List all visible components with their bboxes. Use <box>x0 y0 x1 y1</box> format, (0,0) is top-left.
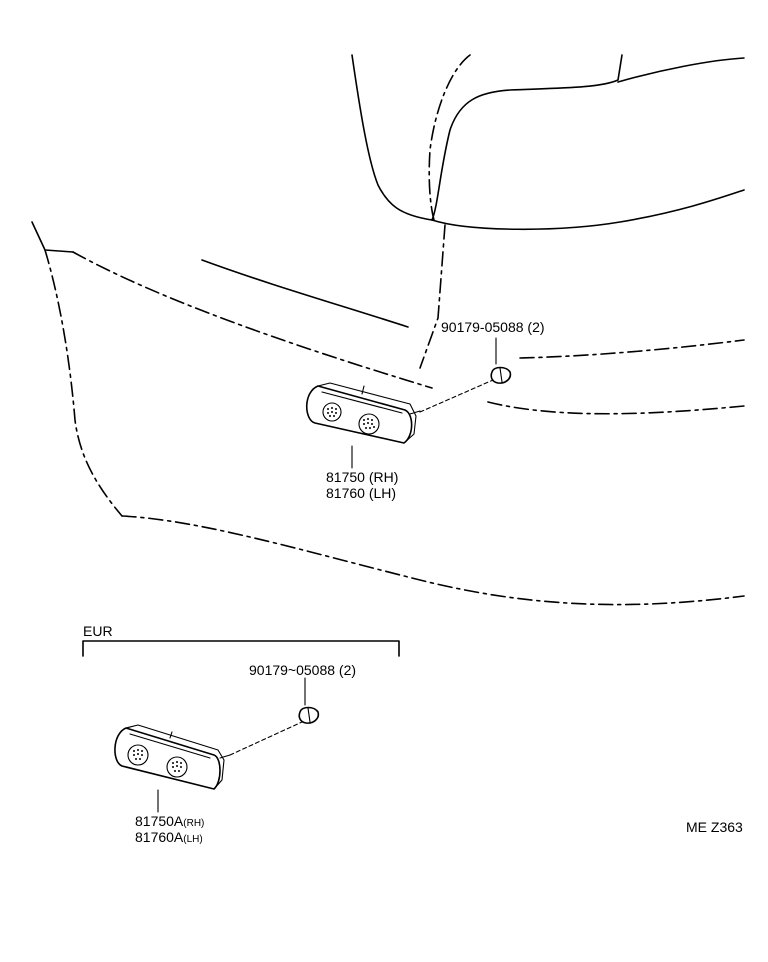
clip-nut-icon-detail <box>499 367 503 383</box>
bumper-lower-edge <box>419 224 446 369</box>
lamp-housing-rim <box>321 391 403 414</box>
lamp-bulb-left <box>322 402 342 422</box>
eur-lamp-lens-dots <box>133 749 182 772</box>
eur-lamp-lh-label: 81760A(LH) <box>135 829 203 845</box>
front-edge-line <box>31 221 74 253</box>
lamp-lens-outline <box>305 385 413 444</box>
lamp-bulb-right <box>358 413 380 435</box>
eur-lamp-bulb-left <box>127 744 149 766</box>
vehicle-body-outline <box>31 54 745 606</box>
bumper-top-line <box>431 54 623 221</box>
eur-clip-connection-dashed <box>229 721 303 756</box>
eur-lamp-lens-outline <box>114 727 221 790</box>
body-panel-dashdot-lower <box>121 515 745 606</box>
body-panel-dashdot-upper <box>72 251 433 389</box>
bumper-right-dashdot-b <box>487 401 745 415</box>
body-side-crease <box>201 259 409 328</box>
lamp-mount-stud-top <box>361 385 365 395</box>
eur-clip-part-label: 90179~05088 (2) <box>249 662 356 678</box>
eur-header-label: EUR <box>83 623 113 639</box>
eur-lamp-lh-side: (LH) <box>183 834 202 845</box>
eur-lamp-rh-label: 81750A(RH) <box>135 813 204 829</box>
clip-connection-dashed <box>419 379 494 413</box>
eur-clip-nut-icon-detail <box>307 707 311 723</box>
figure-code-label: ME Z363 <box>686 819 743 835</box>
eur-clip-nut-icon <box>298 706 320 724</box>
eur-lamp-housing-rim <box>129 733 211 759</box>
eur-lamp-housing-back <box>125 724 225 790</box>
upper-clip-part-label: 90179-05088 (2) <box>441 319 545 335</box>
upper-lamp-rh-label: 81750 (RH) <box>326 469 398 485</box>
side-marker-lamp-upper <box>305 337 512 469</box>
bumper-right-dashdot-a <box>519 339 745 359</box>
bumper-inner-dashed <box>428 54 471 221</box>
hood-edge-line <box>617 57 745 83</box>
side-marker-lamp-eur <box>114 677 320 813</box>
upper-lamp-lh-label: 81760 (LH) <box>326 485 396 501</box>
lamp-housing-back <box>317 382 417 444</box>
eur-lamp-mount-stud-side <box>219 754 231 759</box>
eur-lamp-rh-number: 81750A <box>135 813 184 829</box>
fender-edge-line <box>351 54 433 221</box>
fender-left-dashdot <box>44 249 123 517</box>
eur-lamp-bulb-right <box>166 756 188 778</box>
lamp-mount-stud-side <box>409 410 421 415</box>
lamp-lens-dots <box>327 407 375 429</box>
eur-bracket-line <box>82 640 400 657</box>
eur-lamp-rh-side: (RH) <box>183 818 204 829</box>
eur-lamp-mount-stud-top <box>169 731 173 739</box>
bumper-front-line <box>431 189 745 231</box>
clip-nut-icon <box>490 366 512 384</box>
eur-lamp-lh-number: 81760A <box>135 829 184 845</box>
eur-section <box>82 640 400 813</box>
